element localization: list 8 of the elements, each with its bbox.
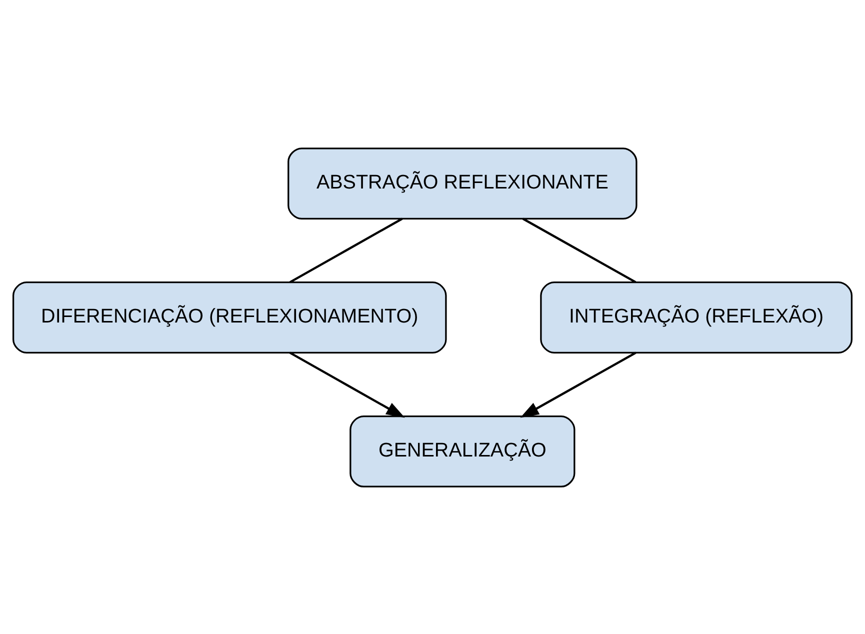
arrow xyxy=(520,351,636,418)
node-box: DIFERENCIAÇÃO (REFLEXIONAMENTO) xyxy=(12,281,447,353)
arrow xyxy=(289,351,405,418)
node-box: GENERALIZAÇÃO xyxy=(350,415,576,487)
node-box: ABSTRAÇÃO REFLEXIONANTE xyxy=(288,147,638,219)
connector xyxy=(522,217,636,283)
connector xyxy=(290,217,403,283)
node-box: INTEGRAÇÃO (REFLEXÃO) xyxy=(540,281,853,353)
